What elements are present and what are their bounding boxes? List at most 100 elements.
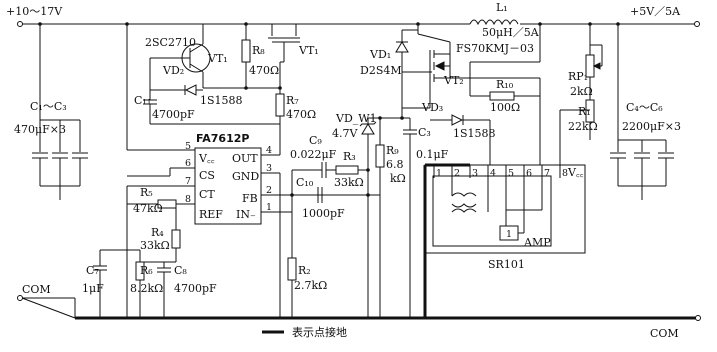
c8-value: 4700pF	[174, 282, 217, 295]
vd3-type: 1S1588	[453, 127, 496, 140]
l1-name: L₁	[496, 1, 508, 14]
c9-value: 0.022μF	[290, 148, 337, 161]
sr-amp-label: AMP	[523, 236, 551, 249]
c8-name: C₈	[174, 264, 187, 277]
c11-value: 4700pF	[152, 108, 195, 121]
input-capacitors	[32, 22, 88, 200]
ic-pin-in: IN₋	[236, 208, 256, 221]
r5-value: 47kΩ	[133, 202, 163, 215]
vd3-name: VD₃	[421, 101, 443, 114]
vin-label: +10～17V	[6, 5, 63, 18]
sr-pin-6: 6	[526, 168, 532, 179]
r7-value: 470Ω	[286, 108, 316, 121]
ic-pin-num-2: 2	[266, 185, 272, 196]
sr-pin-4: 4	[490, 168, 496, 179]
ic-pin-fb: FB	[242, 192, 258, 205]
d1s1588-label: 1S1588	[200, 94, 243, 107]
r10-value: 100Ω	[490, 101, 520, 114]
ic-pin-ct: CT	[199, 188, 215, 201]
com-left-label: COM	[22, 283, 51, 296]
bottom-ground-rail	[17, 295, 701, 321]
ic-pin-vcc: V꜀꜀	[198, 152, 215, 165]
controller-ic	[127, 147, 380, 318]
sr-amp-num: 1	[506, 229, 512, 240]
c7-value: 1μF	[82, 282, 104, 295]
c4c6-name: C₄～C₆	[626, 101, 663, 114]
ic-pin-num-7: 7	[185, 176, 191, 187]
fet-type: FS70KMJ－03	[456, 42, 534, 55]
ic-pin-num-4: 4	[266, 145, 272, 156]
r6-name: R₆	[140, 264, 153, 277]
vd1-name: VD₁	[369, 48, 391, 61]
ic-pin-out: OUT	[232, 152, 258, 165]
sr-pin-8: 8	[562, 168, 568, 179]
c10-name: C₁₀	[296, 176, 314, 189]
c10-value: 1000pF	[302, 207, 345, 220]
sr-pin-2: 2	[454, 168, 460, 179]
sr101-module	[423, 109, 590, 318]
r1-value: 22kΩ	[568, 120, 598, 133]
inductor-l1	[416, 19, 519, 34]
ic-pin-num-5: 5	[185, 141, 191, 152]
rp1-value: 2kΩ	[570, 85, 593, 98]
ic-pin-num-1: 1	[266, 202, 272, 213]
c11-name: C₁₁	[134, 94, 151, 107]
output-capacitors	[610, 22, 674, 200]
output-divider	[560, 22, 603, 140]
vd1-type: D2S4M	[360, 64, 402, 77]
r3-name: R₃	[343, 150, 356, 163]
sr-name: SR101	[488, 258, 525, 271]
zener-network	[359, 108, 417, 318]
r4-value: 33kΩ	[140, 239, 170, 252]
ic-pin-gnd: GND	[232, 170, 259, 183]
vt2-label: VT₂	[443, 74, 464, 87]
vt1-transistor-label: VT₁	[207, 52, 228, 65]
rp1-name: RP₁	[568, 70, 588, 83]
ic-pin-cs: CS	[199, 169, 215, 182]
r8-value: 470Ω	[249, 64, 279, 77]
vd3-r10	[430, 62, 541, 165]
r9-unit: kΩ	[390, 172, 406, 185]
feedback-network	[290, 140, 370, 318]
r6-value: 8.2kΩ	[130, 282, 163, 295]
ground-legend-text: 表示点接地	[292, 325, 347, 339]
com-right-label: COM	[650, 327, 679, 340]
top-positive-rail	[17, 21, 700, 27]
ic-pin-num-3: 3	[266, 163, 272, 174]
sr-pin-5: 5	[508, 168, 514, 179]
timing-network	[93, 168, 297, 318]
ic-pin-num-8: 8	[185, 194, 191, 205]
vt1-fet-label: VT₁	[298, 44, 319, 57]
sr-pin-3: 3	[472, 168, 478, 179]
vout-label: +5V／5A	[630, 5, 681, 18]
c3-name: C₃	[418, 126, 431, 139]
ic-pin-num-6: 6	[185, 158, 191, 169]
switch-stage	[395, 22, 542, 109]
q1-type: 2SC2710	[145, 36, 196, 49]
r2-value: 2.7kΩ	[294, 279, 327, 292]
r8-name: R₈	[252, 44, 265, 57]
c1c3-name: C₁～C₃	[30, 100, 67, 113]
r2-name: R₂	[298, 264, 311, 277]
r9-name: R₉	[386, 144, 399, 157]
sr-pin-1: 1	[436, 168, 442, 179]
r3-value: 33kΩ	[334, 176, 364, 189]
vd2-label: VD₂	[162, 64, 184, 77]
l1-value: 50μH／5A	[482, 26, 540, 39]
r10-name: R₁₀	[496, 78, 514, 91]
c9-name: C₉	[309, 134, 322, 147]
ic-pin-ref: REF	[199, 208, 223, 221]
vdw1-name: VD_W1	[335, 112, 377, 125]
sr-vcc-label: V꜀꜀	[567, 166, 584, 179]
ic-name: FA7612P	[196, 132, 249, 145]
c3-value: 0.1μF	[416, 148, 449, 161]
c1c3-value: 470μF×3	[14, 123, 66, 136]
r7-name: R₇	[286, 94, 299, 107]
r5-name: R₅	[140, 186, 153, 199]
r9-value: 6.8	[386, 158, 404, 171]
r4-name: R₄	[151, 226, 164, 239]
c7-name: C₇	[86, 264, 99, 277]
r1-name: R₁	[578, 105, 591, 118]
c4c6-value: 2200μF×3	[622, 120, 681, 133]
